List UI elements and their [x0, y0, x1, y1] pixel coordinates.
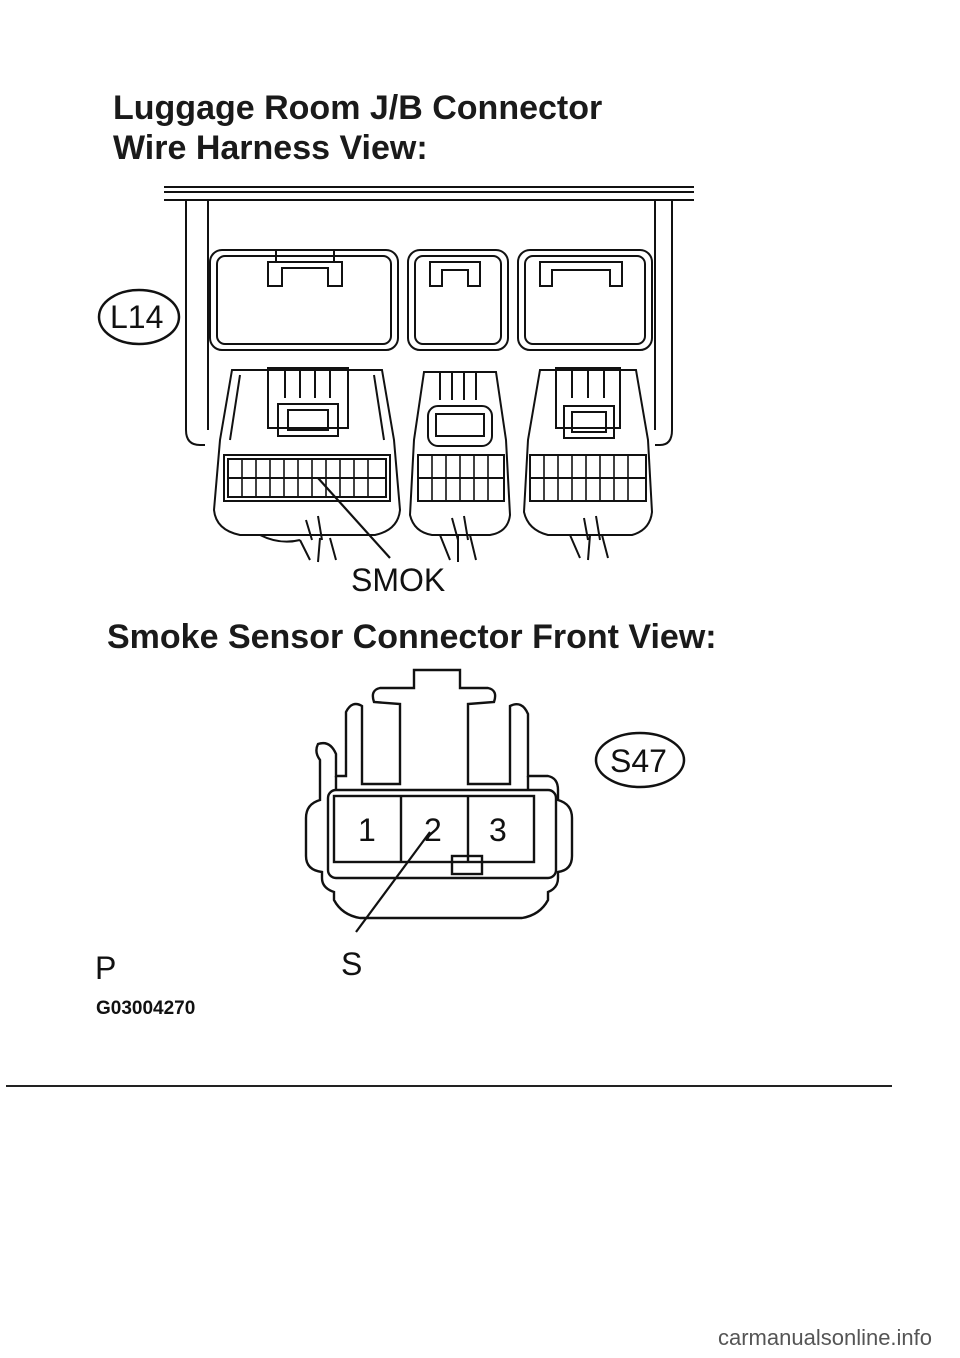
s-terminal-label: S	[341, 946, 363, 982]
terminal-2: 2	[424, 812, 442, 848]
terminal-1: 1	[358, 812, 376, 848]
connector-code-l14: L14	[110, 299, 164, 335]
harness-title-line1: Luggage Room J/B Connector	[113, 89, 603, 127]
terminal-3: 3	[489, 812, 507, 848]
connector-code-s47: S47	[610, 743, 667, 779]
sensor-title: Smoke Sensor Connector Front View:	[107, 618, 717, 656]
figure-code: G03004270	[96, 998, 196, 1019]
smok-terminal-label: SMOK	[351, 562, 446, 598]
p-label: P	[95, 950, 117, 986]
bottom-divider	[6, 1085, 892, 1087]
watermark: carmanualsonline.info	[718, 1325, 933, 1350]
harness-title-line2: Wire Harness View:	[113, 129, 428, 167]
